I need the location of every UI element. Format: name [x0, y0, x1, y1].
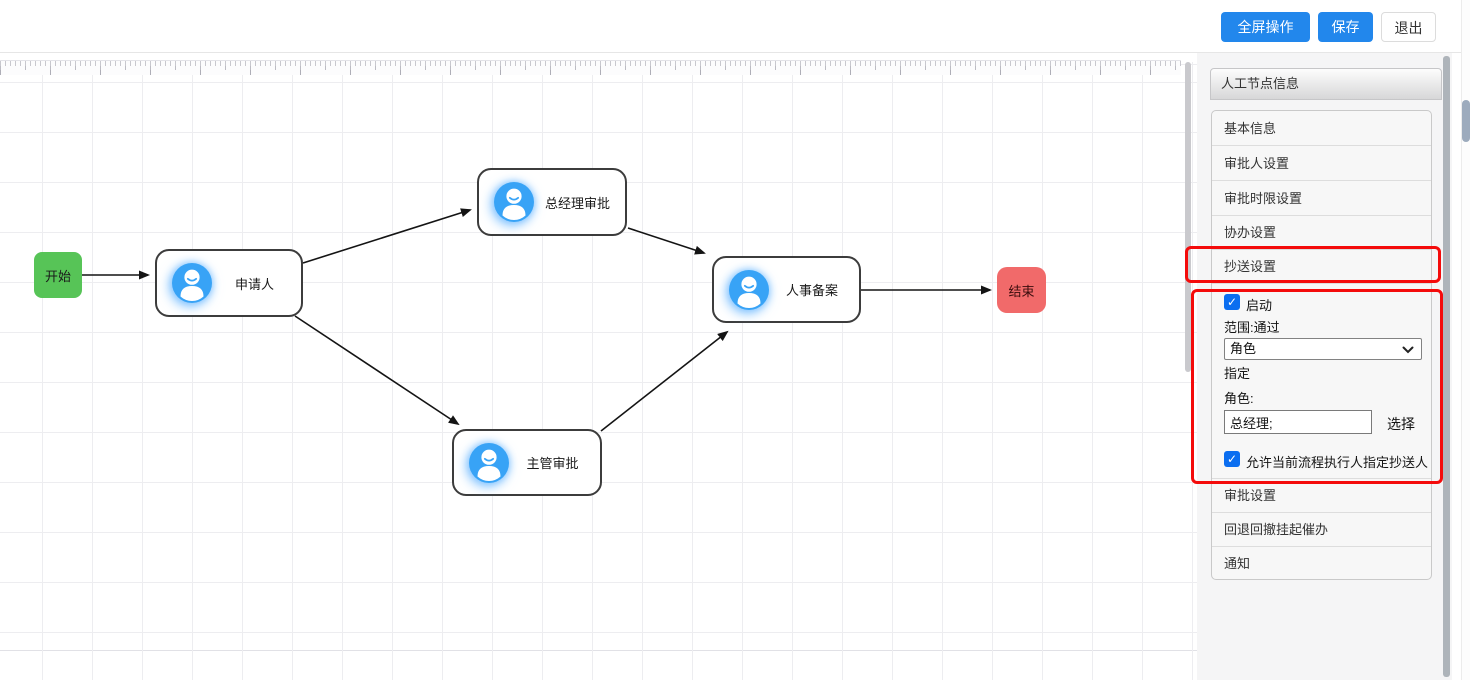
panel-title: 人工节点信息 — [1210, 68, 1442, 100]
window-scrollbar-track[interactable] — [1461, 0, 1470, 680]
user-avatar-icon — [494, 182, 534, 222]
node-end[interactable]: 结束 — [997, 267, 1046, 313]
node-settings-panel: 人工节点信息 基本信息 审批人设置 审批时限设置 协办设置 抄送设置 ✓ 启动 … — [1197, 53, 1452, 680]
enable-label: 启动 — [1246, 298, 1273, 313]
save-button[interactable]: 保存 — [1318, 12, 1373, 42]
node-hr-filing[interactable]: 人事备案 — [712, 256, 861, 323]
section-coorganizer-settings[interactable]: 协办设置 — [1212, 216, 1431, 250]
section-notification[interactable]: 通知 — [1212, 547, 1431, 579]
scope-select[interactable]: 角色 — [1224, 338, 1422, 360]
canvas-vertical-scrollbar[interactable] — [1185, 62, 1191, 372]
toolbar: 全屏操作 保存 退出 — [0, 0, 1470, 53]
exit-button[interactable]: 退出 — [1381, 12, 1436, 42]
user-avatar-icon — [172, 263, 212, 303]
user-avatar-icon — [729, 269, 769, 310]
choose-button[interactable]: 选择 — [1387, 416, 1415, 432]
panel-scrollbar[interactable] — [1443, 56, 1450, 677]
fullscreen-button[interactable]: 全屏操作 — [1221, 12, 1310, 42]
chevron-down-icon — [1402, 346, 1414, 354]
window-scrollbar-thumb[interactable] — [1462, 100, 1470, 142]
allow-assign-cc-label: 允许当前流程执行人指定抄送人 — [1246, 455, 1429, 470]
node-supervisor-approval[interactable]: 主管审批 — [452, 429, 602, 496]
node-applicant[interactable]: 申请人 — [155, 249, 303, 317]
node-label: 申请人 — [234, 276, 274, 292]
assign-label: 指定 — [1224, 366, 1251, 381]
role-input[interactable] — [1224, 410, 1372, 434]
cc-settings-form: ✓ 启动 范围:通过 角色 指定 角色: 选择 ✓ 允许当前流程执行人指定抄送人 — [1212, 284, 1431, 479]
settings-accordion: 基本信息 审批人设置 审批时限设置 协办设置 抄送设置 ✓ 启动 范围:通过 角… — [1211, 110, 1432, 580]
node-label: 人事备案 — [785, 283, 838, 298]
canvas-ruler — [0, 60, 1181, 75]
section-cc-settings[interactable]: 抄送设置 — [1212, 250, 1431, 284]
allow-assign-cc-checkbox[interactable]: ✓ — [1224, 451, 1240, 467]
section-approval-time-limit[interactable]: 审批时限设置 — [1212, 181, 1431, 216]
node-gm-approval[interactable]: 总经理审批 — [477, 168, 627, 236]
scope-label: 范围:通过 — [1224, 320, 1280, 335]
node-start[interactable]: 开始 — [34, 252, 82, 298]
flow-canvas[interactable]: 开始 申请人 总经理审批 主管审批 — [0, 53, 1197, 680]
role-label: 角色: — [1224, 391, 1254, 406]
user-avatar-icon — [469, 442, 509, 483]
section-approver-settings[interactable]: 审批人设置 — [1212, 146, 1431, 181]
canvas-grid — [0, 62, 1197, 680]
section-approval-settings[interactable]: 审批设置 — [1212, 479, 1431, 513]
section-rollback-suspend-urge[interactable]: 回退回撤挂起催办 — [1212, 513, 1431, 547]
node-label: 总经理审批 — [544, 195, 610, 211]
scope-select-value: 角色 — [1230, 341, 1257, 356]
node-label: 主管审批 — [526, 456, 579, 471]
section-basic-info[interactable]: 基本信息 — [1212, 111, 1431, 146]
enable-checkbox[interactable]: ✓ — [1224, 294, 1240, 310]
